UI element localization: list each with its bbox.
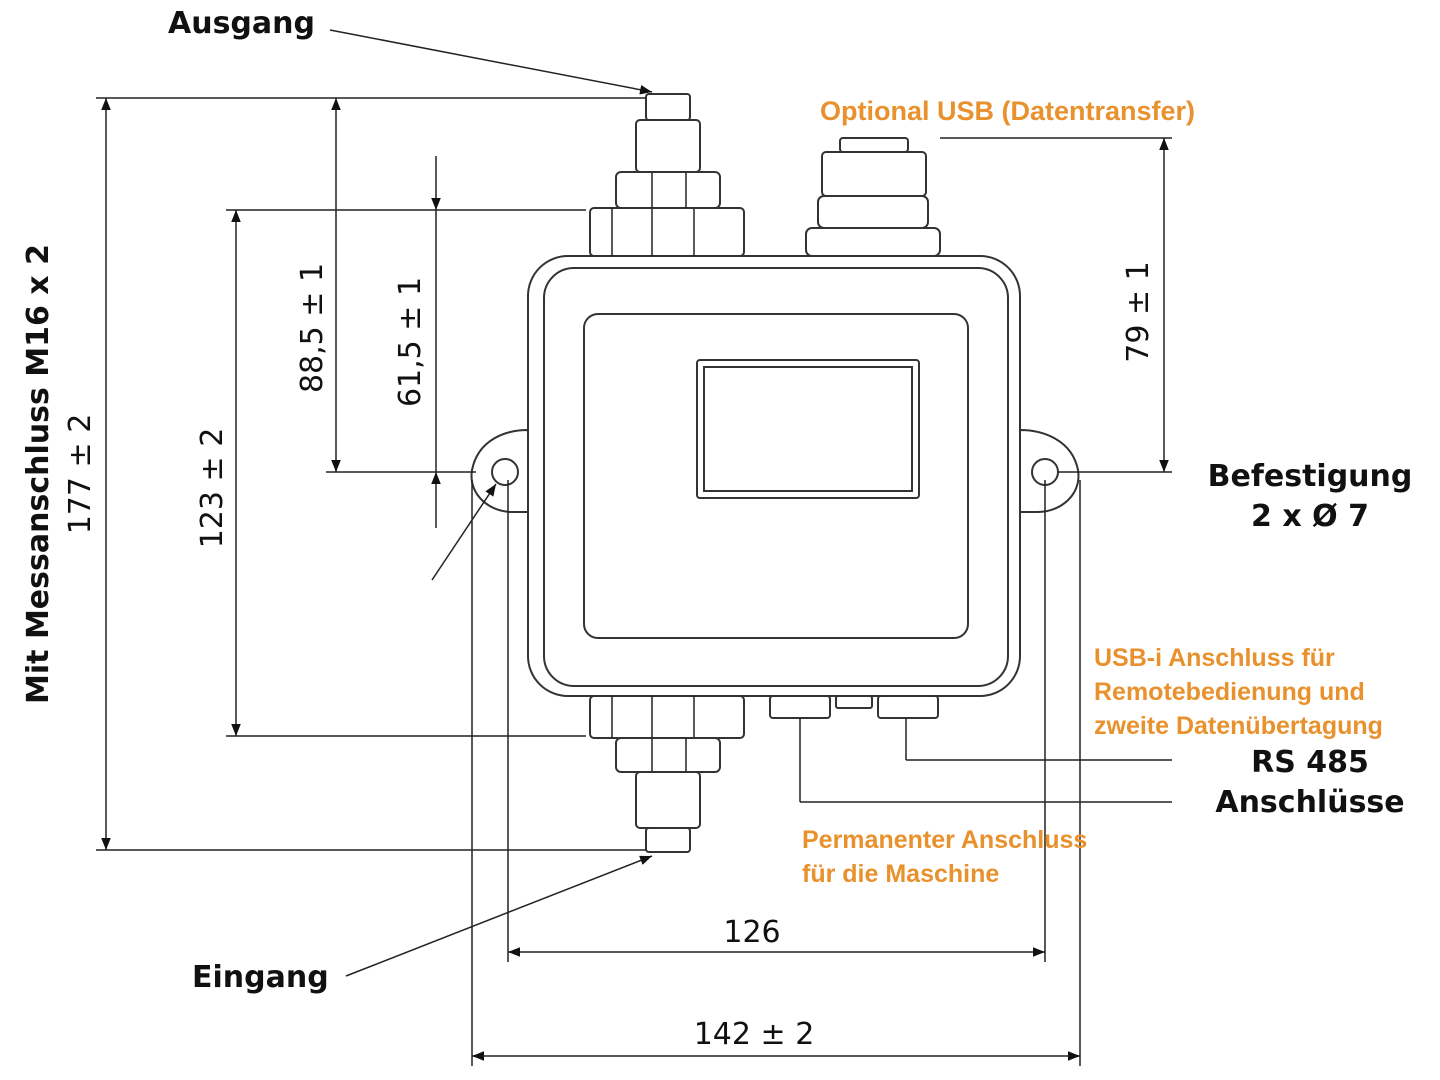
label-usbi-3: zweite Datenübertagung — [1094, 712, 1383, 740]
label-side-measure: Mit Messanschluss M16 x 2 — [21, 244, 56, 704]
label-inlet: Eingang — [192, 960, 329, 995]
label-mounting-2: 2 x Ø 7 — [1251, 499, 1369, 534]
dim-outlet-to-mount: 88,5 ± 1 — [295, 263, 330, 393]
label-usbi-2: Remotebedienung und — [1094, 678, 1365, 706]
dim-hole-spacing: 126 — [723, 915, 780, 950]
label-outlet: Ausgang — [168, 6, 315, 41]
dim-total-height: 177 ± 2 — [63, 414, 98, 535]
label-rs485-2: Anschlüsse — [1215, 785, 1404, 820]
label-rs485-1: RS 485 — [1251, 745, 1369, 780]
usb-connector — [805, 137, 941, 257]
dim-body-height: 123 ± 2 — [195, 428, 230, 549]
label-permanent-1: Permanenter Anschluss — [802, 826, 1087, 854]
dimension-lines — [96, 29, 1172, 1066]
dim-usb-to-mount: 79 ± 1 — [1121, 261, 1156, 362]
mount-hole-left — [491, 458, 519, 486]
dim-nut-to-mount: 61,5 ± 1 — [393, 277, 428, 407]
rs485-connectors — [769, 695, 939, 719]
label-usb-optional: Optional USB (Datentransfer) — [820, 96, 1195, 126]
inlet-fitting — [589, 695, 745, 853]
label-mounting-1: Befestigung — [1208, 459, 1413, 494]
label-usbi-1: USB-i Anschluss für — [1094, 644, 1335, 672]
dim-total-width: 142 ± 2 — [694, 1017, 815, 1052]
outlet-fitting — [589, 93, 745, 257]
device-housing — [470, 255, 1080, 697]
label-permanent-2: für die Maschine — [802, 860, 999, 888]
